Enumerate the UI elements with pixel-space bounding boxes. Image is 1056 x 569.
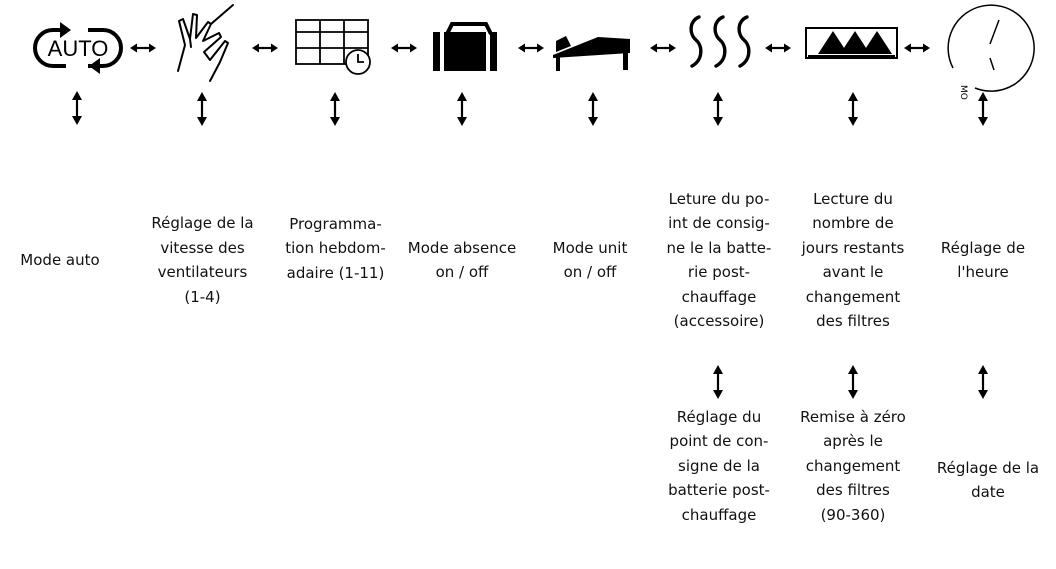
auto-mode-icon: AUTO [33, 22, 123, 74]
arrow-hand-calendar [250, 42, 280, 54]
label-mode-auto: Mode auto [20, 250, 100, 269]
label-absence-mode: Mode absence on / off [407, 238, 517, 282]
label-date-setting: Réglage de la date [936, 458, 1040, 502]
clock-icon: MO [947, 4, 1035, 100]
arrow-calendar-suitcase [389, 42, 419, 54]
arrow-down-auto [70, 89, 84, 127]
bed-icon [553, 36, 630, 71]
arrow-filters-clock [902, 42, 932, 54]
weekly-schedule-icon [295, 19, 371, 75]
suitcase-icon [433, 22, 497, 71]
label-heater-setpoint-set: Réglage du point de con- signe de la bat… [668, 407, 770, 524]
label-filter-days-read: Lecture du nombre de jours restants avan… [801, 189, 905, 331]
arrow-filter-read-reset [846, 363, 860, 401]
heating-waves-icon [689, 15, 751, 68]
arrow-down-filters [846, 90, 860, 128]
arrow-auto-hand [128, 42, 158, 54]
filter-triangles-icon [805, 27, 898, 59]
auto-mode-icon-text: AUTO [48, 36, 109, 61]
arrow-down-clock [976, 90, 990, 128]
arrow-heater-read-set [711, 363, 725, 401]
arrow-time-date [976, 363, 990, 401]
label-fan-speed: Réglage de la vitesse des ventilateurs (… [151, 214, 254, 306]
arrow-heat-filters [763, 42, 793, 54]
arrow-down-hand [195, 90, 209, 128]
arrow-down-heat [711, 90, 725, 128]
arrow-down-calendar [328, 90, 342, 128]
label-filter-reset: Remise à zéro après le changement des fi… [800, 407, 906, 524]
label-heater-setpoint-read: Leture du po- int de consig- ne le la ba… [666, 189, 772, 331]
arrow-suitcase-bed [516, 42, 546, 54]
label-time-setting: Réglage de l'heure [940, 238, 1026, 282]
arrow-down-suitcase [455, 90, 469, 128]
clock-icon-text: MO [958, 85, 968, 100]
arrow-bed-heat [648, 42, 678, 54]
label-unit-mode: Mode unit on / off [552, 238, 628, 282]
arrow-down-bed [586, 90, 600, 128]
label-weekly-program: Programma- tion hebdom- adaire (1-11) [285, 214, 386, 282]
hand-pointer-icon [177, 4, 234, 82]
